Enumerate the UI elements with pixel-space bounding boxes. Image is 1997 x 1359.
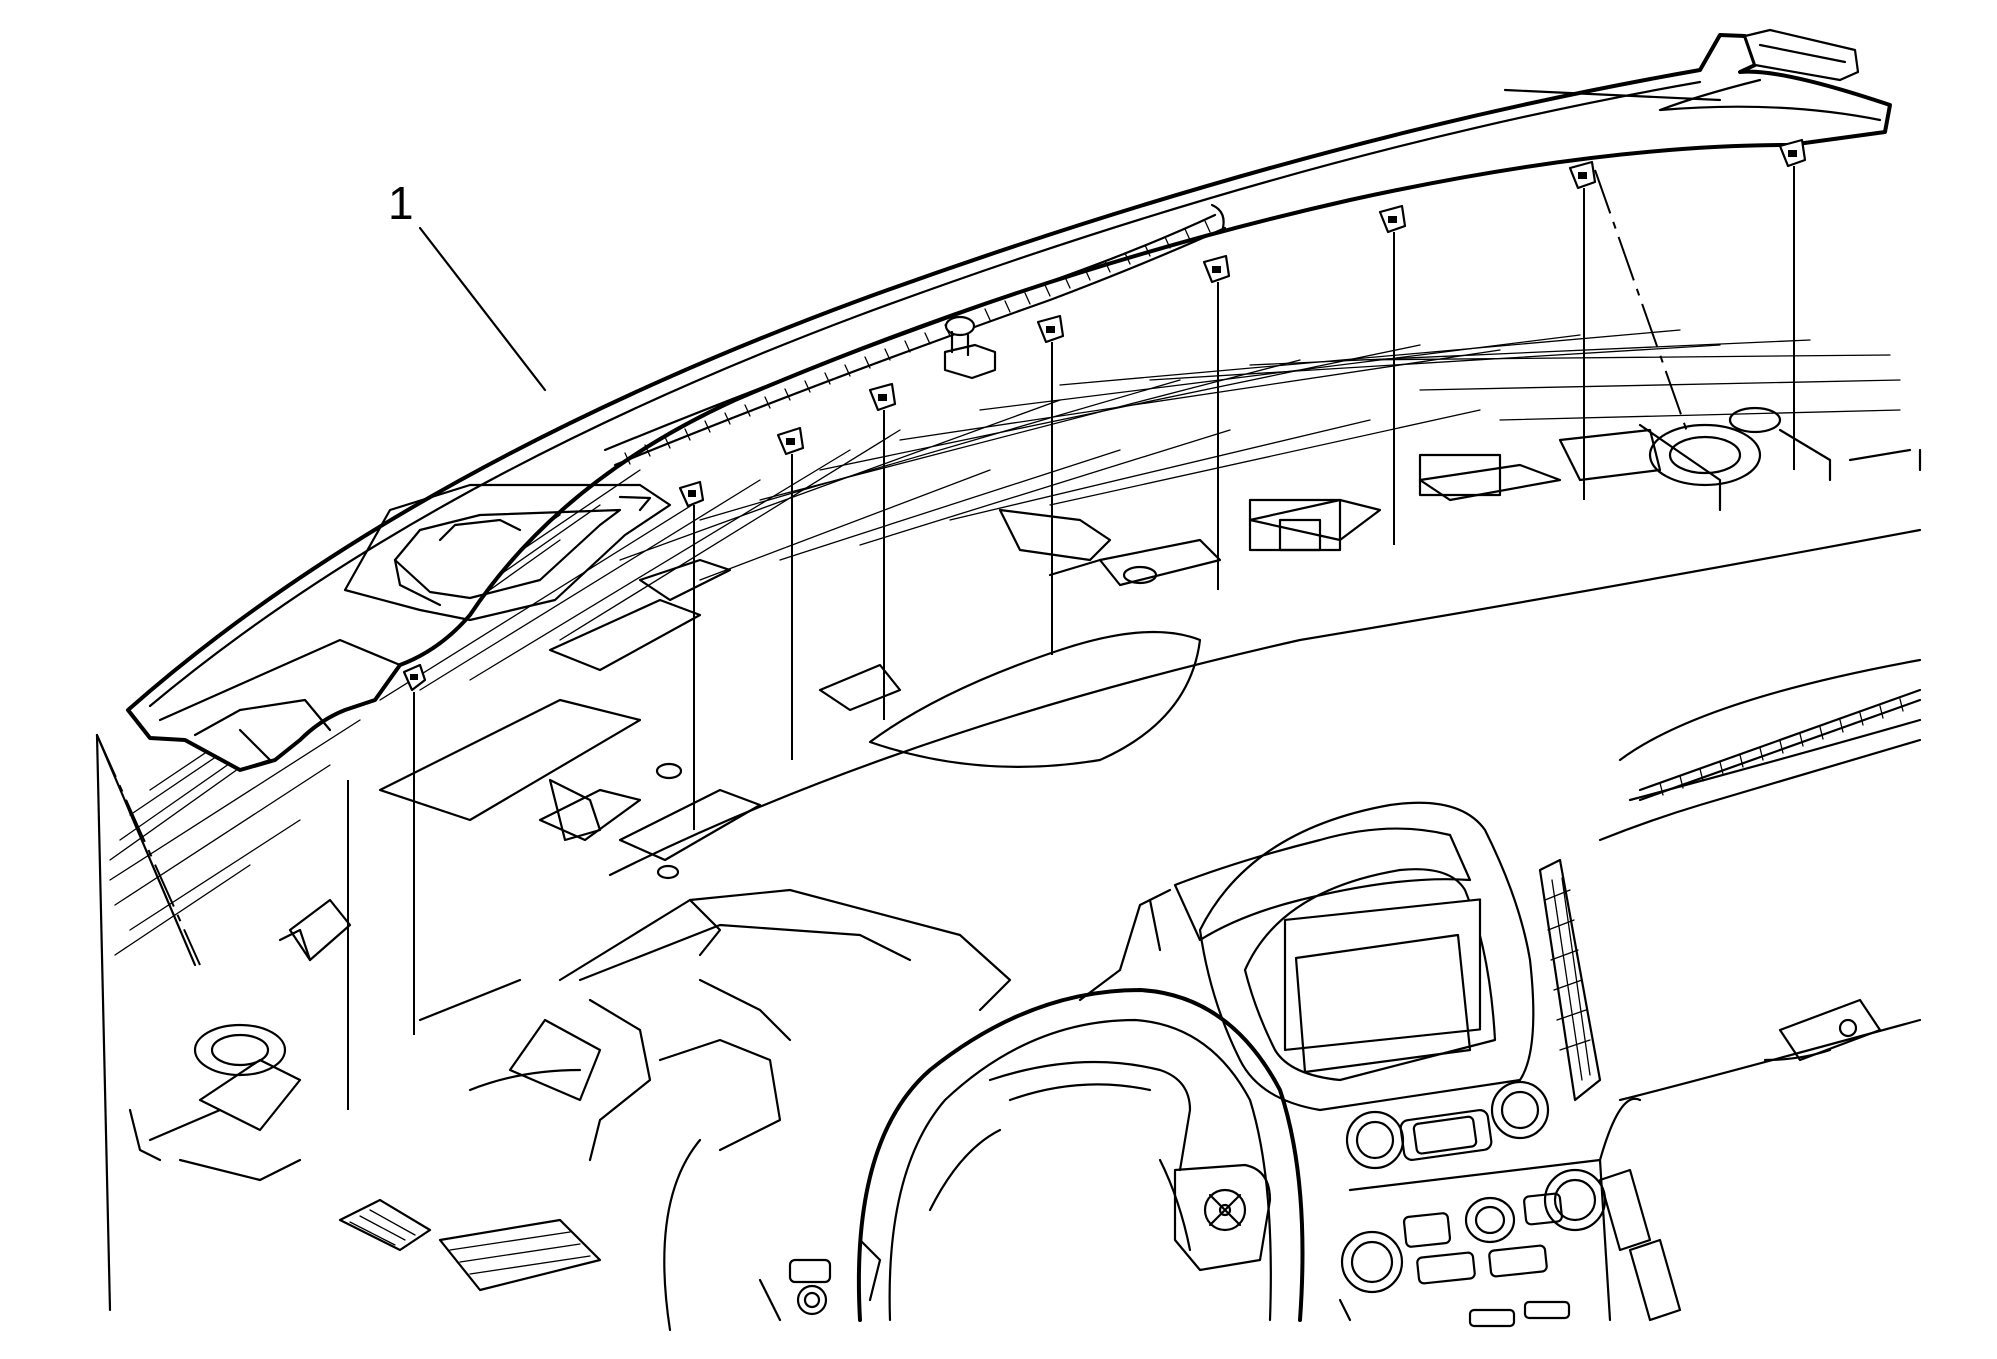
clip-3	[776, 426, 805, 456]
volume-knob	[1345, 1110, 1405, 1170]
steering-wheel	[856, 988, 1305, 1322]
clip-8	[1568, 160, 1597, 190]
instrument-panel-upper-trim-panel	[126, 28, 1892, 772]
defrost-grille-right	[1659, 698, 1904, 796]
center-vent-right	[1538, 858, 1602, 1102]
callout-leader-1	[418, 226, 547, 392]
clip-4	[868, 382, 897, 412]
passenger-dash	[1538, 688, 1922, 1322]
radio-display	[1283, 898, 1482, 1052]
tune-knob	[1490, 1080, 1550, 1140]
temp-knob-left	[1340, 1230, 1404, 1294]
sunload-sensor	[944, 315, 976, 337]
fan-knob	[1464, 1196, 1516, 1244]
body-edge-left	[95, 733, 112, 1312]
cluster-visor	[1078, 827, 1472, 1002]
clip-9	[1778, 138, 1807, 168]
clip-5	[1036, 314, 1065, 344]
center-stack	[1198, 801, 1612, 1328]
retaining-clips	[402, 138, 1807, 692]
clip-7	[1378, 204, 1407, 234]
clip-2	[678, 480, 705, 508]
installation-guides	[96, 166, 1795, 1110]
dashboard-assembly	[338, 528, 1922, 1332]
clip-6	[1202, 254, 1231, 284]
cowl-components	[128, 406, 1922, 1182]
callout-label-1: 1	[388, 177, 414, 229]
defroster-grille	[624, 220, 1211, 465]
windshield-hatching	[109, 329, 1901, 956]
clip-1	[402, 663, 427, 692]
